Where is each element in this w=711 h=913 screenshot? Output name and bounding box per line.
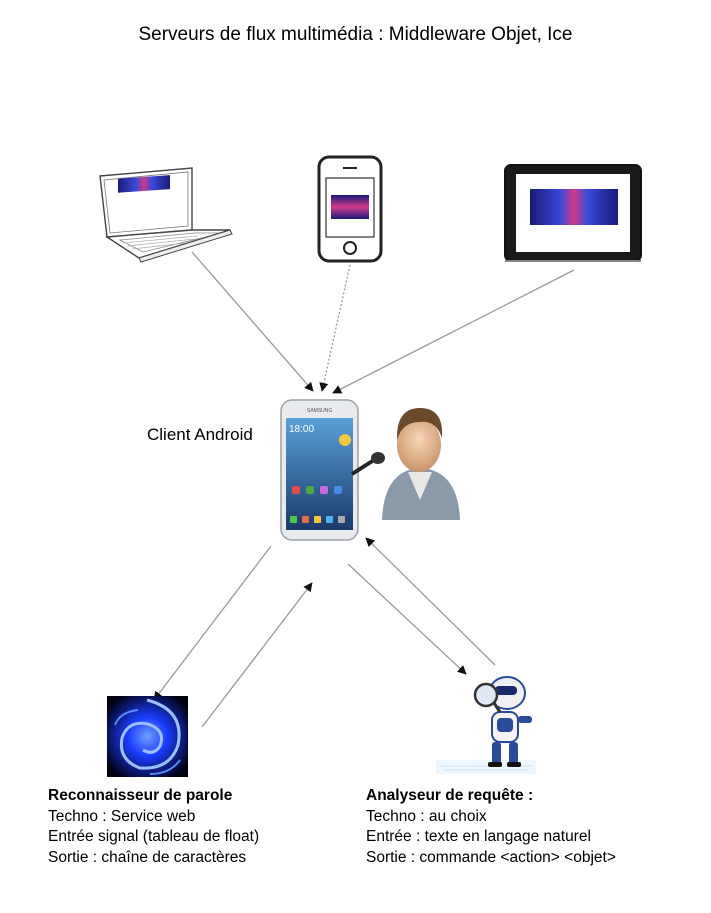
tablet-icon bbox=[504, 164, 642, 262]
android-phone-icon: SAMSUNG 18:00 bbox=[280, 399, 359, 541]
user-microphone-icon bbox=[350, 408, 460, 520]
robot-magnifier-icon bbox=[436, 676, 536, 774]
query-analyzer-techno: Techno : au choix bbox=[366, 807, 487, 825]
phone-clock: 18:00 bbox=[289, 424, 314, 435]
query-analyzer-input: Entrée : texte en langage naturel bbox=[366, 828, 591, 845]
query-analyzer-output: Sortie : commande <action> <objet> bbox=[366, 848, 616, 866]
query-analyzer-description: Analyseur de requête : Techno : au choix… bbox=[366, 786, 616, 868]
query-analyzer-heading: Analyseur de requête : bbox=[366, 787, 534, 804]
speech-recognizer-output: Sortie : chaîne de caractères bbox=[48, 848, 247, 866]
page-title: Serveurs de flux multimédia : Middleware… bbox=[138, 24, 573, 45]
phone-brand: SAMSUNG bbox=[307, 408, 332, 414]
laptop-icon bbox=[99, 167, 233, 263]
device-arrows bbox=[191, 251, 575, 394]
speech-recognizer-techno: Techno : Service web bbox=[48, 807, 196, 825]
speech-recognizer-heading: Reconnaisseur de parole bbox=[48, 787, 233, 804]
flow-arrows bbox=[153, 537, 496, 728]
client-android-label: Client Android bbox=[147, 425, 253, 444]
speech-recognizer-description: Reconnaisseur de parole Techno : Service… bbox=[48, 786, 259, 868]
smartphone-icon bbox=[317, 155, 383, 263]
speech-swirl-icon bbox=[107, 696, 188, 777]
speech-recognizer-input: Entrée signal (tableau de float) bbox=[48, 828, 260, 845]
